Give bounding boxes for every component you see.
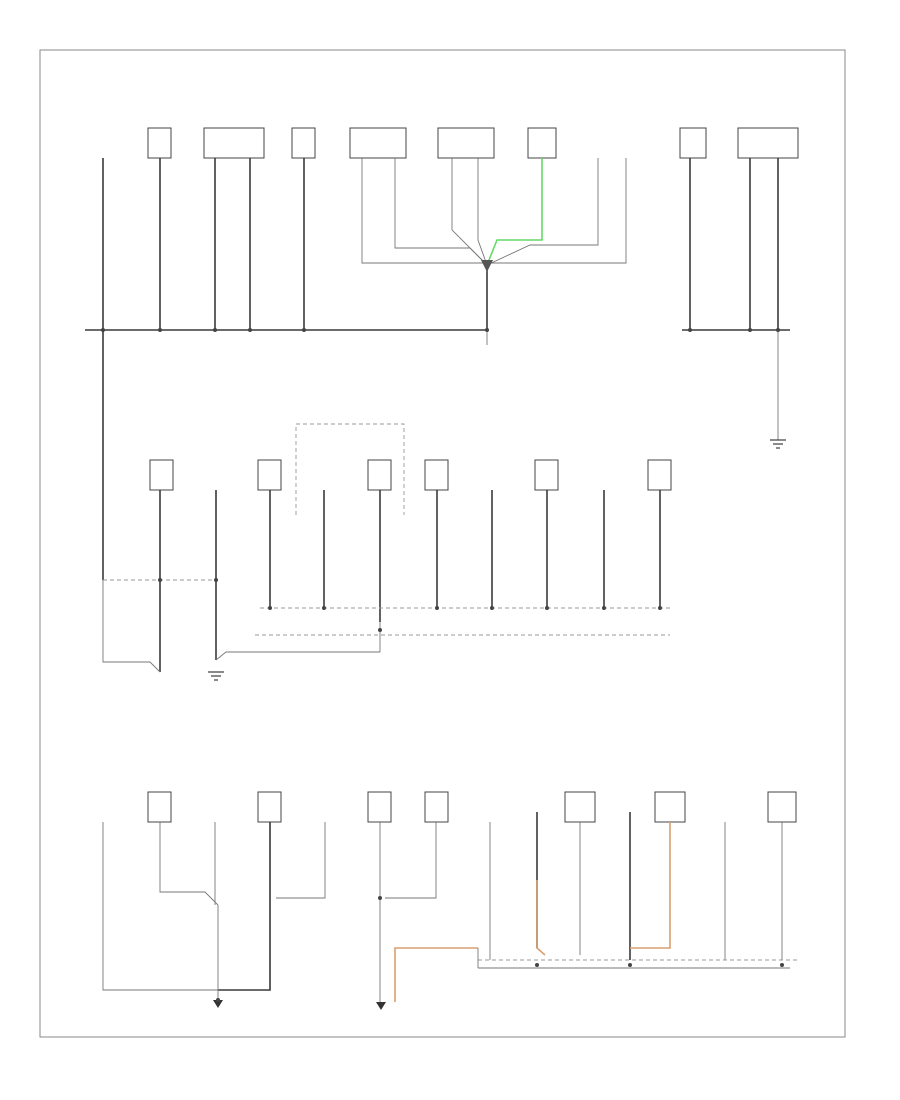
connector-dots — [158, 578, 662, 632]
component-box — [679, 127, 707, 159]
component-box — [564, 791, 596, 823]
ground-wire — [159, 822, 219, 906]
connector-dots — [216, 896, 784, 1002]
ground-wire — [218, 822, 271, 991]
diagram-frame — [39, 49, 846, 1038]
ground-wire — [385, 822, 437, 899]
component-box — [437, 127, 495, 159]
ground-wire — [394, 158, 488, 266]
component-box — [349, 127, 407, 159]
component-box — [149, 459, 174, 491]
ground-wire — [451, 158, 488, 266]
ground-wire-highlighted — [630, 822, 671, 949]
ground-wire — [276, 822, 326, 899]
component-box — [767, 791, 797, 823]
component-box — [257, 459, 282, 491]
bottom-section — [102, 791, 800, 1010]
component-group-dashed — [295, 423, 405, 515]
component-box — [147, 791, 172, 823]
ground-wire-highlighted — [536, 880, 546, 956]
ground-wire — [102, 580, 161, 673]
ground-symbol-arrow — [376, 1002, 386, 1010]
component-box — [291, 127, 316, 159]
component-box — [203, 127, 265, 159]
component-box — [147, 127, 172, 159]
top-section — [85, 127, 799, 449]
ground-wire-highlighted — [486, 158, 543, 266]
component-box — [424, 791, 449, 823]
component-box — [737, 127, 799, 159]
component-box — [424, 459, 449, 491]
component-box — [257, 791, 282, 823]
middle-section — [102, 330, 672, 681]
ground-wire — [487, 158, 627, 264]
ground-wire-highlighted — [394, 947, 478, 1002]
component-box — [534, 459, 559, 491]
ground-wire — [477, 158, 488, 266]
splice-point — [481, 260, 493, 272]
component-box — [647, 459, 672, 491]
component-box — [654, 791, 686, 823]
ground-wire — [486, 158, 599, 266]
ground-wire — [361, 158, 487, 264]
ground-symbol — [208, 671, 224, 681]
ground-symbol — [770, 439, 786, 449]
component-box — [527, 127, 557, 159]
component-box — [367, 791, 392, 823]
ground-wire — [102, 822, 218, 991]
connector-dots — [101, 328, 780, 332]
component-box — [367, 459, 392, 491]
ground-symbol-arrow — [213, 1000, 223, 1008]
ground-wire — [215, 651, 380, 661]
